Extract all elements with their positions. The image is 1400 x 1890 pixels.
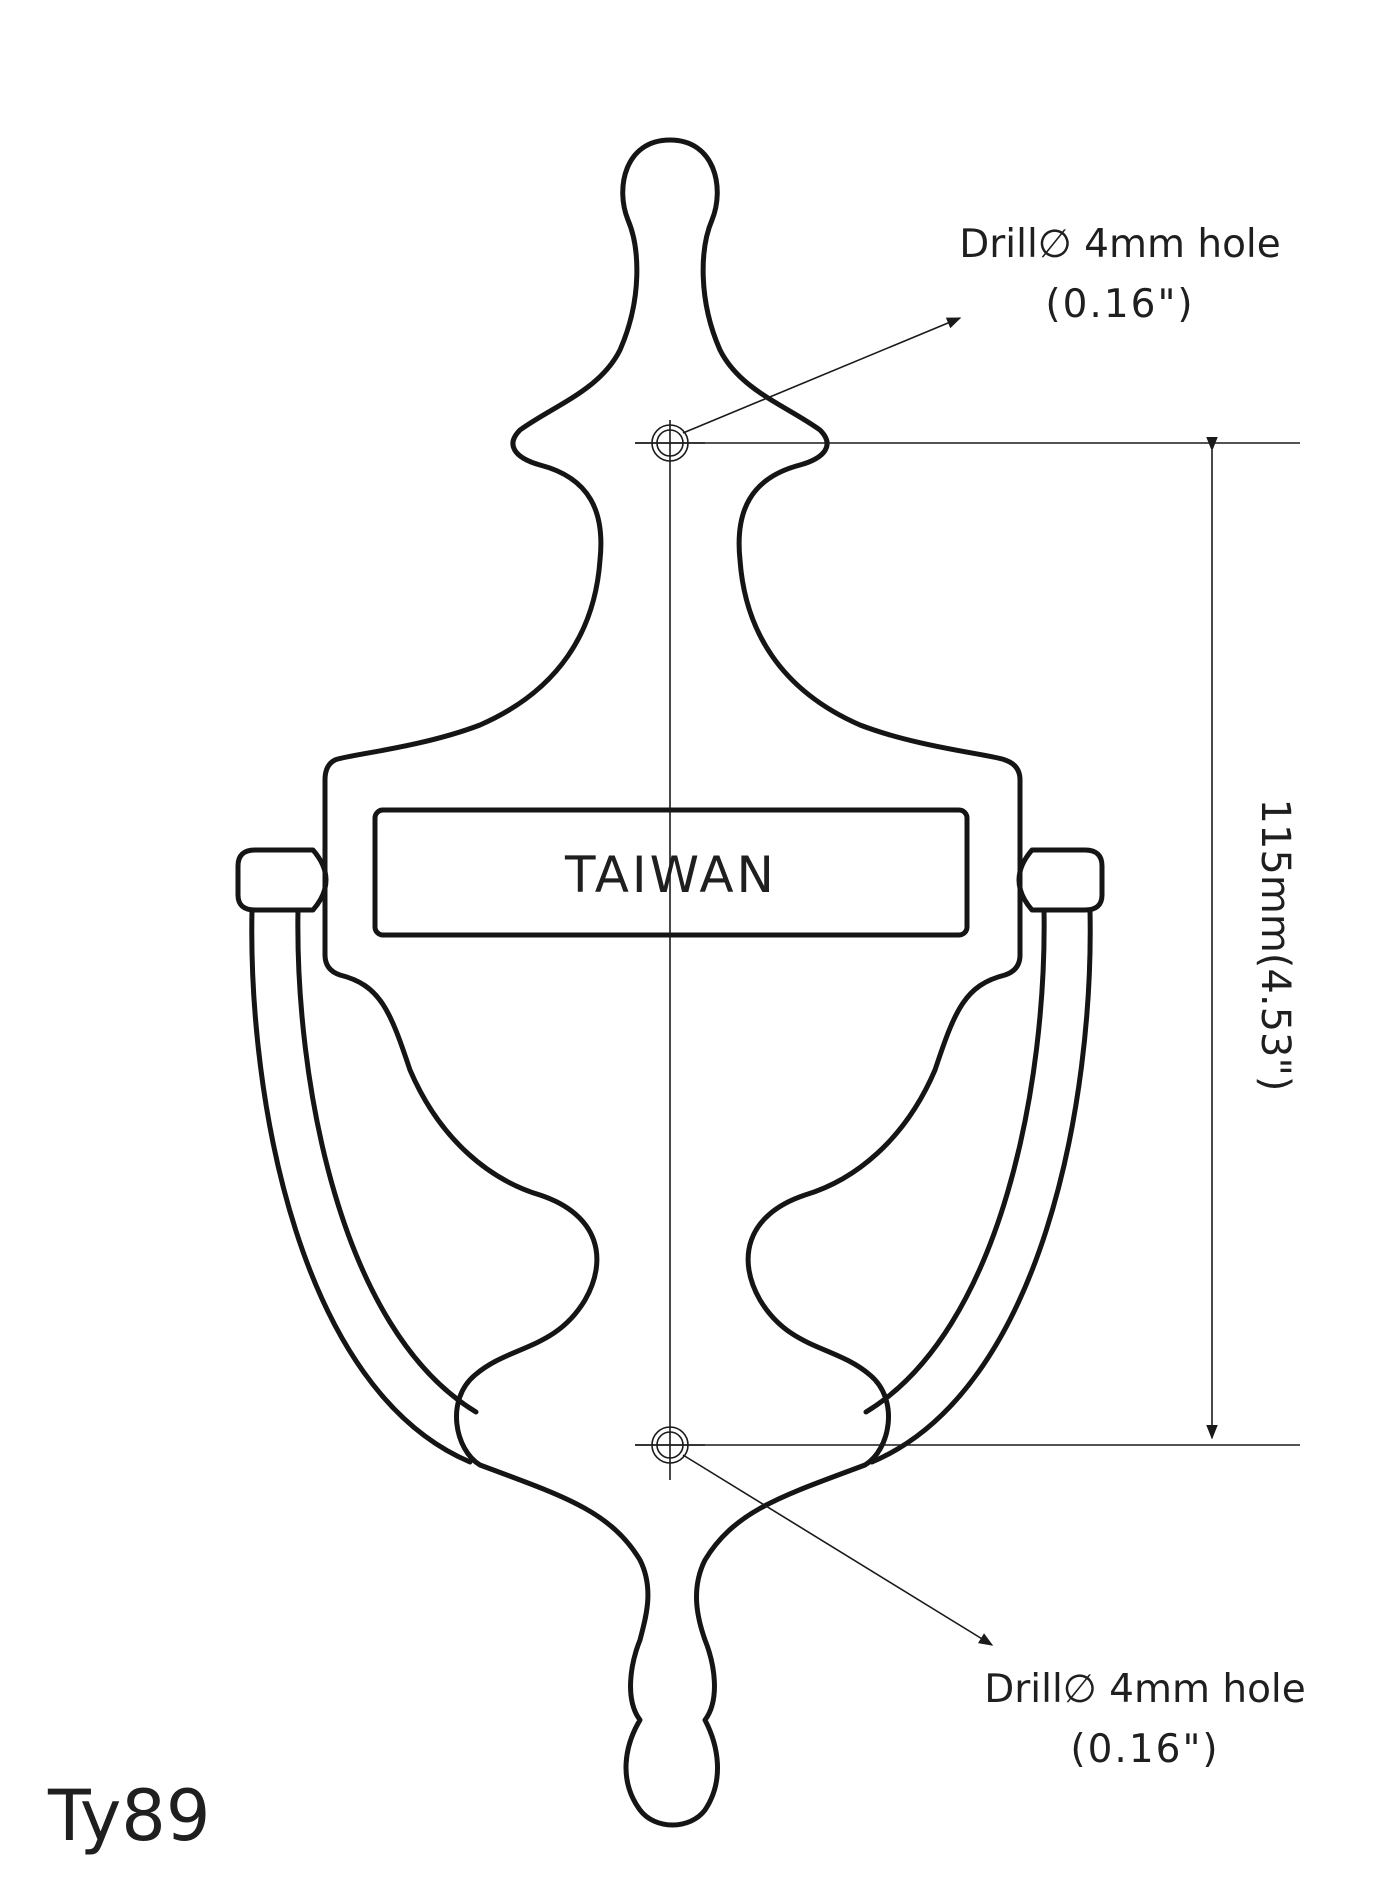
knocker-ring-inner-right [863, 907, 1047, 1415]
knocker-ring-outer [249, 907, 473, 1465]
left-hinge-knuckle [235, 847, 329, 913]
knocker-ring-inner [295, 907, 479, 1415]
top-hole-callout-line1: Drill∅ 4mm hole [959, 222, 1281, 267]
top-hole-callout-line2: (0.16") [1045, 282, 1194, 327]
dimension-label: 115mm(4.53") [1252, 799, 1298, 1092]
name-plate [372, 807, 970, 938]
right-hinge-knuckle [1016, 847, 1105, 913]
bottom-hole-callout-line2: (0.16") [1070, 1727, 1219, 1772]
bottom-hole-leader [682, 1454, 994, 1646]
knocker-ring-outer-right [869, 907, 1093, 1465]
model-number: Ty89 [47, 1775, 210, 1857]
plate-text: TAIWAN [564, 846, 777, 904]
top-hole-leader [682, 317, 962, 434]
knocker-body-outline [322, 137, 1023, 1828]
bottom-hole-callout-line1: Drill∅ 4mm hole [984, 1667, 1306, 1712]
